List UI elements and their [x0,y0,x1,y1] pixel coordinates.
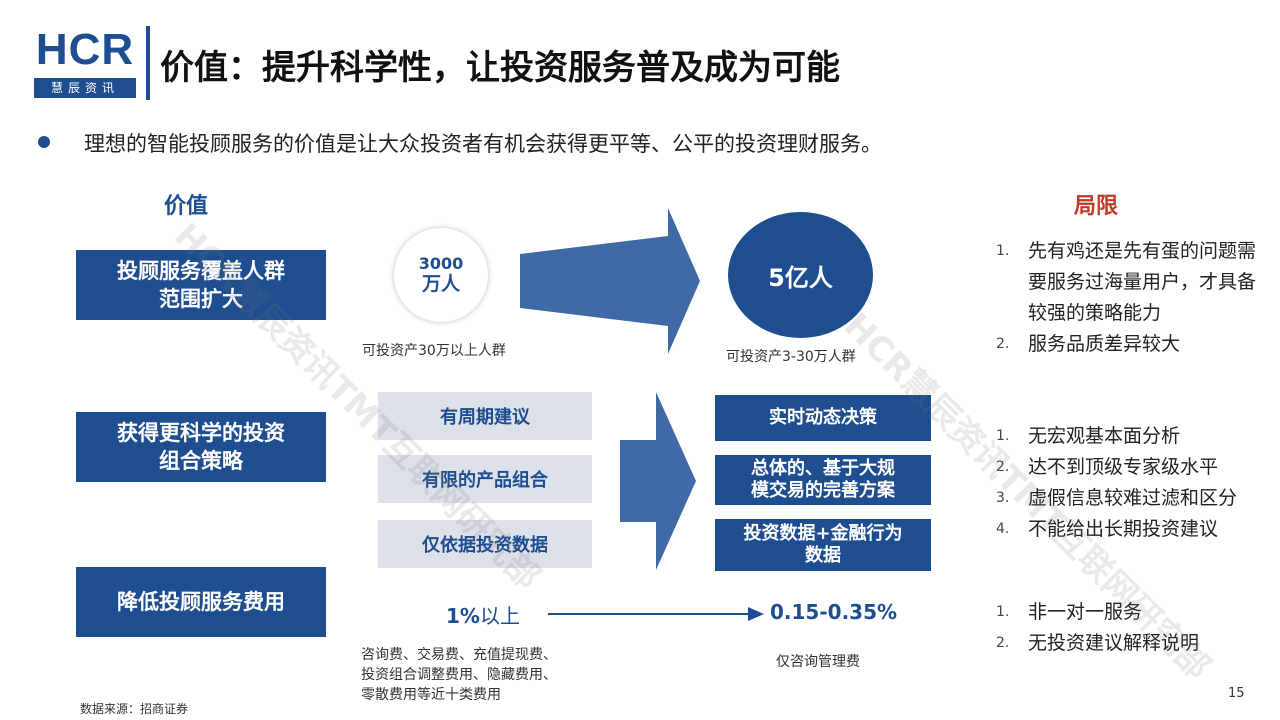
coverage-before-circle: 3000 万人 [394,228,488,322]
coverage-after-value: 5亿人 [768,263,833,292]
strategy-after-line2: 数据 [805,545,841,566]
page-title: 价值：提升科学性，让投资服务普及成为可能 [160,48,840,88]
limitation-item: 2. 无投资建议解释说明 [996,628,1258,659]
value-box-fees: 降低投顾服务费用 [76,567,326,637]
strategy-after-line1: 总体的、基于大规 [751,458,895,479]
fee-before-value: 1%以上 [446,600,520,629]
limitation-text: 先有鸡还是先有蛋的问题需要服务过海量用户，才具备较强的策略能力 [1028,240,1257,324]
limit-heading: 局限 [1074,194,1119,219]
limitation-number: 1. [996,604,1010,620]
strategy-after-item: 总体的、基于大规 模交易的完善方案 [715,455,931,505]
limitations-coverage: 1. 先有鸡还是先有蛋的问题需要服务过海量用户，才具备较强的策略能力 2. 服务品质… [996,236,1258,360]
fee-arrow-icon [548,607,764,621]
limitation-text: 达不到顶级专家级水平 [1028,456,1219,478]
value-box-line2: 组合策略 [159,449,243,473]
value-box-line2: 范围扩大 [159,287,243,311]
strategy-after-item: 实时动态决策 [715,395,931,441]
value-box-strategy: 获得更科学的投资 组合策略 [76,412,326,482]
fee-before-note: 咨询费、交易费、充值提现费、 投资组合调整费用、隐藏费用、 零散费用等近十类费用 [361,645,611,705]
page-number: 15 [1228,686,1245,701]
strategy-after-line2: 模交易的完善方案 [751,480,895,501]
limitation-item: 4. 不能给出长期投资建议 [996,514,1258,545]
company-logo: HCR 慧辰资讯 [34,28,136,100]
value-box-line1: 降低投顾服务费用 [117,590,285,614]
limitation-text: 服务品质差异较大 [1028,333,1181,355]
logo-subtitle: 慧辰资讯 [34,78,136,98]
strategy-arrow-icon [620,392,696,570]
bullet-icon [38,136,50,148]
limitations-strategy: 1. 无宏观基本面分析 2. 达不到顶级专家级水平 3. 虚假信息较难过滤和区分 4.… [996,421,1258,545]
value-heading: 价值 [164,194,209,219]
limitation-number: 2. [996,336,1010,352]
strategy-before-item: 有周期建议 [378,392,592,440]
limitation-text: 不能给出长期投资建议 [1028,518,1219,540]
limitation-text: 非一对一服务 [1028,601,1143,623]
strategy-after-line1: 投资数据+金融行为 [743,523,903,544]
fee-note-line: 投资组合调整费用、隐藏费用、 [361,667,557,683]
limitation-text: 虚假信息较难过滤和区分 [1028,487,1238,509]
strategy-before-item: 有限的产品组合 [378,455,592,503]
value-box-line1: 投顾服务覆盖人群 [117,259,285,283]
coverage-before-unit: 万人 [421,273,460,295]
limitation-text: 无投资建议解释说明 [1028,632,1200,654]
strategy-after-line1: 实时动态决策 [769,407,877,428]
limitation-number: 4. [996,521,1010,537]
limitations-fees: 1. 非一对一服务 2. 无投资建议解释说明 [996,597,1258,659]
coverage-after-circle: 5亿人 [728,212,873,338]
limitation-item: 3. 虚假信息较难过滤和区分 [996,483,1258,514]
limitation-number: 3. [996,490,1010,506]
title-divider [146,26,150,100]
limitation-item: 1. 非一对一服务 [996,597,1258,628]
limitation-number: 1. [996,243,1010,259]
limitation-number: 2. [996,635,1010,651]
limitation-item: 1. 先有鸡还是先有蛋的问题需要服务过海量用户，才具备较强的策略能力 [996,236,1258,329]
coverage-after-caption: 可投资产3-30万人群 [726,349,856,365]
value-box-coverage: 投顾服务覆盖人群 范围扩大 [76,250,326,320]
limitation-number: 2. [996,459,1010,475]
strategy-before-item: 仅依据投资数据 [378,520,592,568]
fee-before-suffix: 以上 [479,604,520,628]
logo-text: HCR [35,25,135,74]
limitation-number: 1. [996,428,1010,444]
value-box-line1: 获得更科学的投资 [117,421,285,445]
limitation-item: 2. 达不到顶级专家级水平 [996,452,1258,483]
fee-after-value: 0.15-0.35% [770,600,898,624]
limitation-text: 无宏观基本面分析 [1028,425,1181,447]
expansion-arrow-icon [520,208,700,354]
limitation-item: 1. 无宏观基本面分析 [996,421,1258,452]
limitation-item: 2. 服务品质差异较大 [996,329,1258,360]
strategy-after-item: 投资数据+金融行为 数据 [715,519,931,571]
fee-note-line: 咨询费、交易费、充值提现费、 [361,647,557,663]
data-source: 数据来源：招商证券 [80,702,189,716]
fee-before-percent: 1% [446,604,480,628]
intro-bullet: 理想的智能投顾服务的价值是让大众投资者有机会获得更平等、公平的投资理财服务。 [84,132,882,156]
fee-after-note: 仅咨询管理费 [776,654,860,670]
coverage-before-number: 3000 [418,254,464,273]
coverage-before-caption: 可投资产30万以上人群 [362,343,506,359]
fee-note-line: 零散费用等近十类费用 [361,687,501,703]
